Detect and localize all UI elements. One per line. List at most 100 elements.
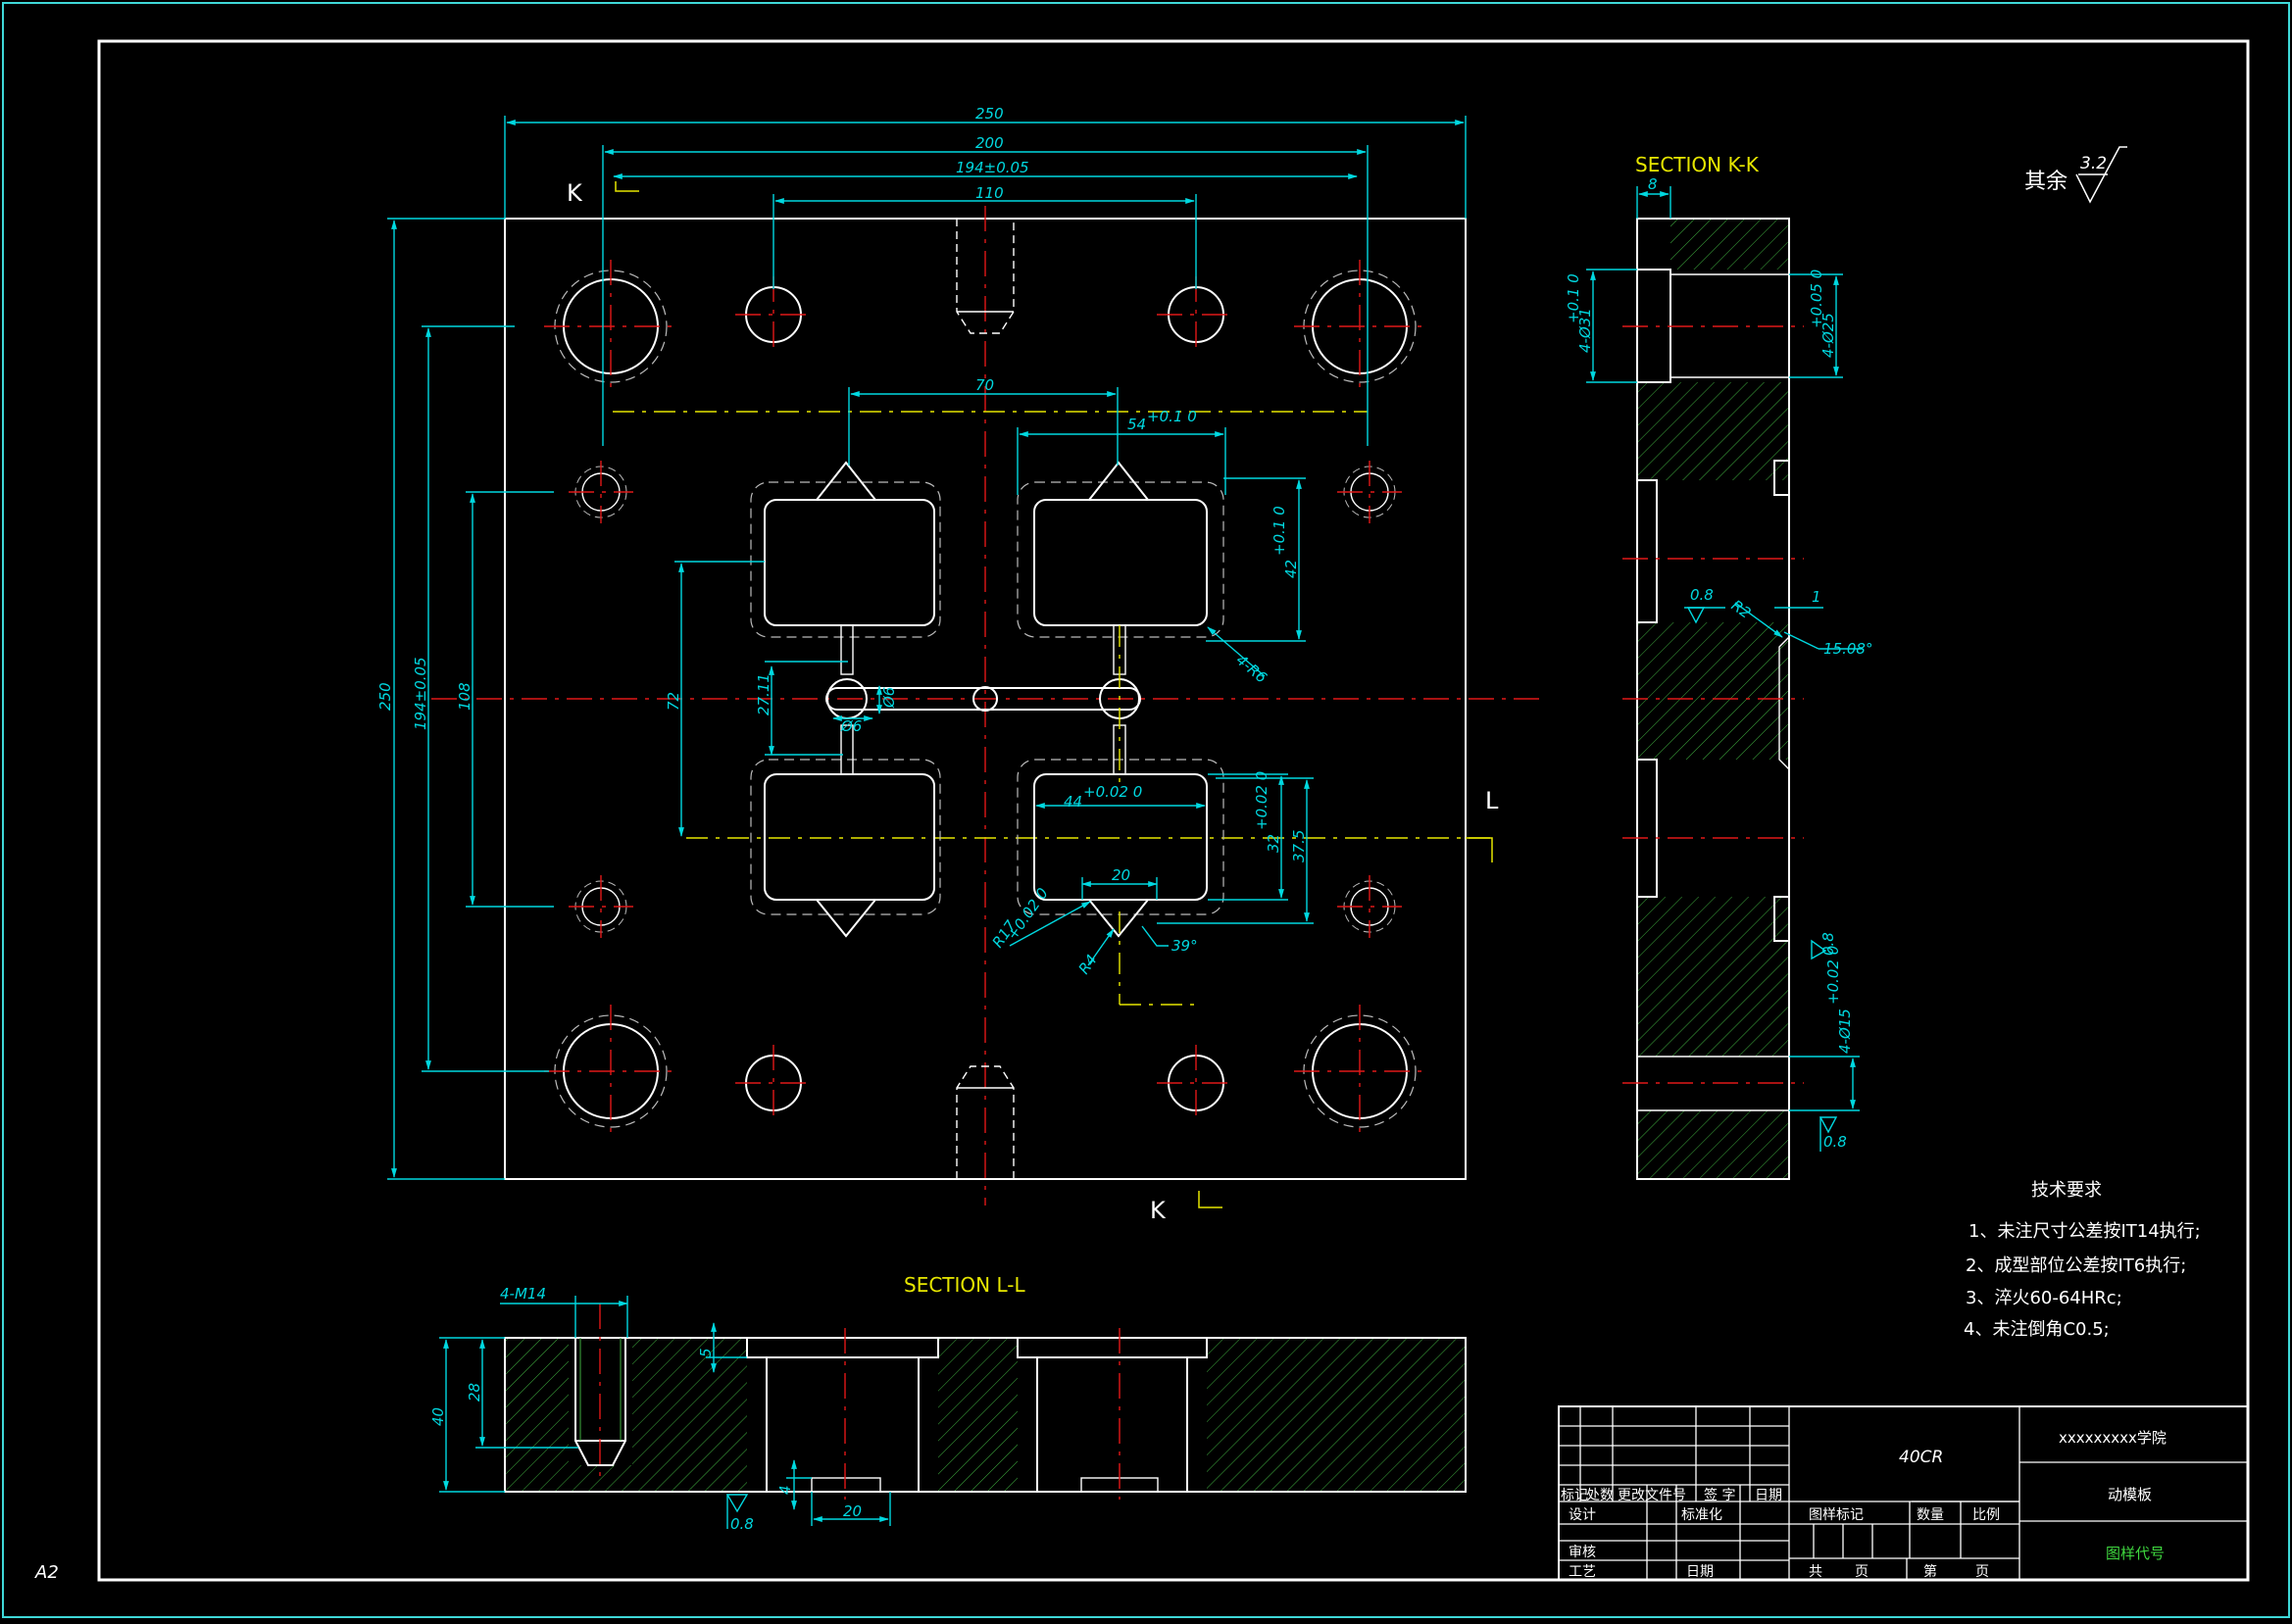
dim-20-top: 20 <box>1112 866 1130 884</box>
ll-dim-28: 28 <box>466 1383 483 1402</box>
dim-39-deg: 39° <box>1171 937 1198 955</box>
dim-42-tol: +0.1 0 <box>1271 506 1288 556</box>
cut-mark-k-bottom: K <box>1150 1197 1167 1224</box>
surface-finish-symbol: 其余 3.2 <box>2024 146 2127 204</box>
top-view: K K L 250 200 194±0.05 110 70 54 +0.1 0 <box>376 105 1544 1224</box>
tech-item-4: 4、未注倒角C0.5; <box>1964 1319 2110 1340</box>
ll-dim-20: 20 <box>843 1502 862 1520</box>
kk-ra-08-b: 0.8 <box>1819 932 1837 956</box>
guide-hole-bl <box>544 1005 676 1137</box>
surface-finish-value: 3.2 <box>2080 154 2107 173</box>
cavity-tl <box>750 461 941 638</box>
dim-72: 72 <box>665 692 682 711</box>
tech-title: 技术要求 <box>2031 1180 2102 1201</box>
kk-dim-phi31-tol: +0.1 0 <box>1565 273 1582 323</box>
part-name: 动模板 <box>2108 1486 2152 1503</box>
kk-ra-08-c: 0.8 <box>1823 1133 1847 1151</box>
date-label: 日期 <box>1686 1564 1714 1580</box>
stage-mark-label: 图样标记 <box>1809 1507 1864 1523</box>
kk-dim-15-deg: 15.08° <box>1823 640 1872 658</box>
kk-dim-phi25-tol: +0.05 0 <box>1808 270 1825 328</box>
guide-hole-br <box>1294 1005 1426 1137</box>
kk-dimensions: 8 4-Ø31 +0.1 0 4-Ø25 +0.05 0 0.8 R2 1 15… <box>1565 175 1872 1152</box>
screw-hole-3 <box>569 875 633 938</box>
dim-r6: 4-R6 <box>1232 651 1270 686</box>
dim-32-tol: +0.02 0 <box>1253 771 1271 830</box>
standard-label: 标准化 <box>1681 1507 1722 1523</box>
check-label: 审核 <box>1569 1545 1596 1560</box>
tech-item-3: 3、淬火60-64HRc; <box>1966 1288 2122 1308</box>
dim-42: 42 <box>1282 560 1300 578</box>
dim-250-vertical: 250 <box>376 682 394 711</box>
pin-hole-4 <box>1157 1045 1235 1122</box>
dim-194-horizontal: 194±0.05 <box>956 159 1029 176</box>
section-ll-title: SECTION L-L <box>904 1273 1025 1297</box>
section-kk-title: SECTION K-K <box>1635 153 1760 176</box>
tech-item-1: 1、未注尺寸公差按IT14执行; <box>1968 1221 2201 1242</box>
top-dimensions: 250 200 194±0.05 110 70 54 +0.1 0 250 19… <box>376 105 1467 1180</box>
screw-hole-4 <box>1337 875 1402 938</box>
dim-110: 110 <box>975 184 1004 202</box>
kk-ra-08-a: 0.8 <box>1690 586 1714 604</box>
section-kk-view: SECTION K-K 8 4-Ø31 +0.1 0 <box>1565 153 1872 1180</box>
rev-header-doc: 更改文件号 <box>1618 1488 1686 1503</box>
material-label: 40CR <box>1899 1448 1943 1467</box>
dim-54-tol: +0.1 0 <box>1147 408 1197 425</box>
pin-hole-3 <box>735 1045 814 1122</box>
cut-mark-k-top: K <box>567 179 583 207</box>
title-block <box>1558 1405 2249 1581</box>
dim-phi6-b: Ø6 <box>880 687 898 709</box>
ll-ra-08: 0.8 <box>730 1515 754 1533</box>
kk-dim-phi15-tol: +0.02 0 <box>1824 946 1842 1005</box>
dim-27: 27.11 <box>755 673 772 715</box>
dim-phi6-a: Ø6 <box>840 717 862 735</box>
runner-system <box>825 624 1198 1006</box>
ll-dim-40: 40 <box>429 1407 447 1426</box>
ll-dimensions: 4-M14 40 28 5 4 20 0.8 <box>429 1285 891 1533</box>
total-label: 共 <box>1809 1564 1822 1580</box>
process-label: 工艺 <box>1569 1564 1596 1580</box>
rev-header-sign: 签 字 <box>1704 1487 1735 1503</box>
cavity-tr <box>1017 461 1224 638</box>
edge-hole-bottom <box>956 1065 1015 1179</box>
dim-37-5: 37.5 <box>1290 830 1308 862</box>
guide-hole-tl <box>544 260 676 392</box>
dim-194-vertical: 194±0.05 <box>412 657 429 730</box>
page-label-2: 页 <box>1975 1564 1989 1580</box>
cut-mark-l: L <box>1485 787 1499 814</box>
dim-70: 70 <box>975 376 994 394</box>
drawing-number: 图样代号 <box>2106 1545 2165 1562</box>
kk-dim-8: 8 <box>1648 175 1658 193</box>
kk-dim-1: 1 <box>1812 588 1821 606</box>
sheet-size-label: A2 <box>34 1562 59 1583</box>
guide-hole-tr <box>1294 260 1426 392</box>
tech-item-2: 2、成型部位公差按IT6执行; <box>1966 1255 2186 1276</box>
pin-hole-1 <box>735 276 814 353</box>
screw-hole-1 <box>569 461 633 523</box>
inner-sheet-border <box>97 39 2250 1582</box>
dim-44: 44 <box>1064 793 1082 811</box>
tech-requirements: 技术要求 1、未注尺寸公差按IT14执行; 2、成型部位公差按IT6执行; 3、… <box>1964 1180 2201 1340</box>
ll-dim-5: 5 <box>697 1348 715 1357</box>
dim-44-tol: +0.02 0 <box>1083 783 1142 801</box>
section-ll-view: SECTION L-L 4-M14 40 28 <box>429 1273 1467 1533</box>
sheet-label: 第 <box>1923 1563 1937 1580</box>
page-label-1: 页 <box>1855 1564 1868 1580</box>
design-label: 设计 <box>1569 1507 1596 1523</box>
dim-32: 32 <box>1265 834 1282 853</box>
dim-250-horizontal: 250 <box>975 105 1004 123</box>
dim-54: 54 <box>1127 416 1146 433</box>
dim-108: 108 <box>456 682 473 711</box>
kk-dim-phi25: 4-Ø25 <box>1819 313 1837 358</box>
ll-dim-4: 4 <box>776 1485 794 1495</box>
qty-label: 数量 <box>1917 1507 1944 1523</box>
scale-label: 比例 <box>1972 1507 2000 1523</box>
screw-hole-2 <box>1337 461 1402 523</box>
dim-200: 200 <box>975 134 1004 152</box>
school-name: xxxxxxxxx学院 <box>2059 1429 2167 1447</box>
dim-r4: R4 <box>1075 952 1101 978</box>
edge-hole-top <box>956 219 1015 334</box>
